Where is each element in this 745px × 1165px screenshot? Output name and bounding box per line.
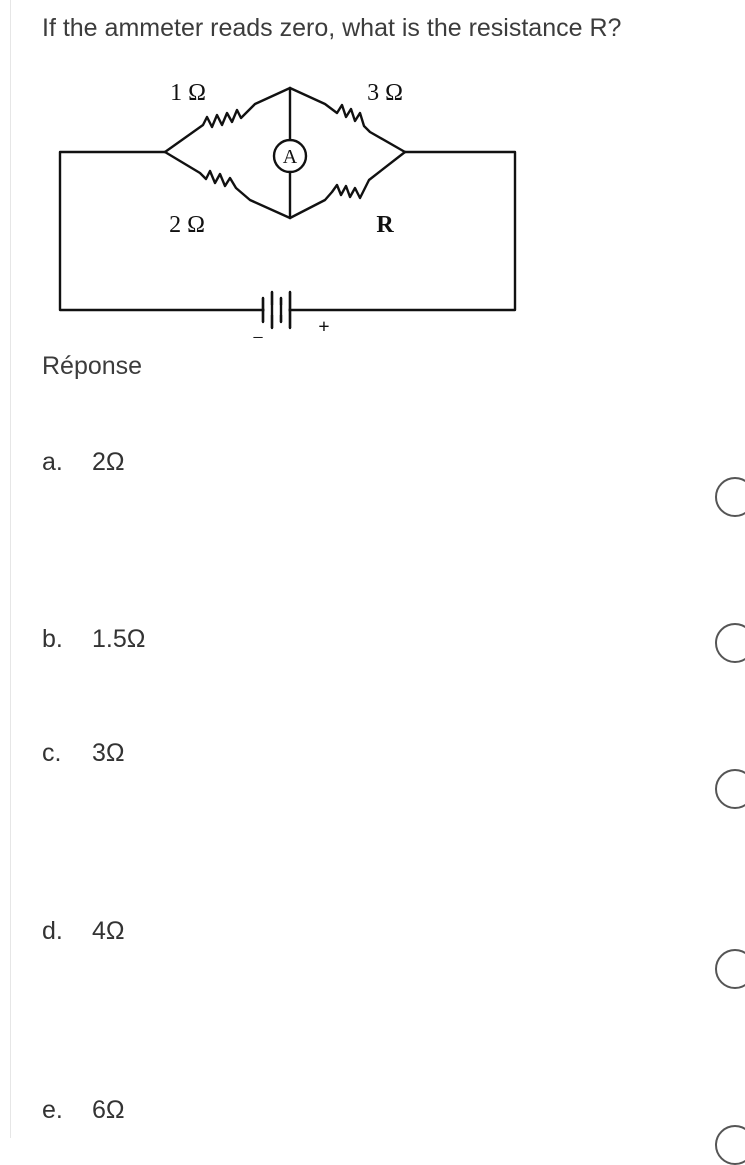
resistor-3-ohm — [288, 86, 407, 154]
radio-option-b[interactable] — [715, 623, 745, 663]
option-text: 1.5Ω — [92, 625, 146, 653]
ammeter-label: A — [283, 146, 298, 168]
option-b: b. 1.5Ω — [42, 625, 145, 654]
option-letter: e. — [42, 1096, 63, 1124]
option-a: a. 2Ω — [42, 448, 125, 477]
option-letter: d. — [42, 917, 63, 945]
option-text: 2Ω — [92, 448, 125, 476]
radio-option-d[interactable] — [715, 949, 745, 989]
option-letter: c. — [42, 739, 62, 767]
label-r: R — [376, 212, 394, 238]
option-text: 4Ω — [92, 917, 125, 945]
resistor-r — [288, 150, 407, 220]
option-text: 6Ω — [92, 1096, 125, 1124]
left-border — [10, 0, 11, 1138]
option-letter: a. — [42, 448, 63, 476]
circuit-diagram: A 1 Ω 3 Ω 2 Ω R + − — [58, 80, 517, 349]
question-text: If the ammeter reads zero, what is the r… — [42, 14, 622, 42]
resistor-2-ohm — [163, 150, 292, 220]
radio-option-e[interactable] — [715, 1125, 745, 1165]
option-letter: b. — [42, 625, 63, 653]
answer-label: Réponse — [42, 352, 143, 380]
ammeter-circle — [272, 138, 308, 174]
radio-option-a[interactable] — [715, 477, 745, 517]
option-e: e. 6Ω — [42, 1096, 125, 1125]
label-3-ohm: 3 Ω — [367, 80, 403, 106]
option-d: d. 4Ω — [42, 917, 125, 946]
battery-minus-label: − — [252, 327, 263, 349]
option-text: 3Ω — [92, 739, 125, 767]
option-c: c. 3Ω — [42, 739, 125, 768]
radio-option-c[interactable] — [715, 769, 745, 809]
wire-outer — [58, 150, 517, 312]
label-2-ohm: 2 Ω — [169, 212, 205, 238]
resistor-1-ohm — [163, 86, 292, 154]
battery-plus-label: + — [318, 316, 329, 338]
label-1-ohm: 1 Ω — [170, 80, 206, 106]
